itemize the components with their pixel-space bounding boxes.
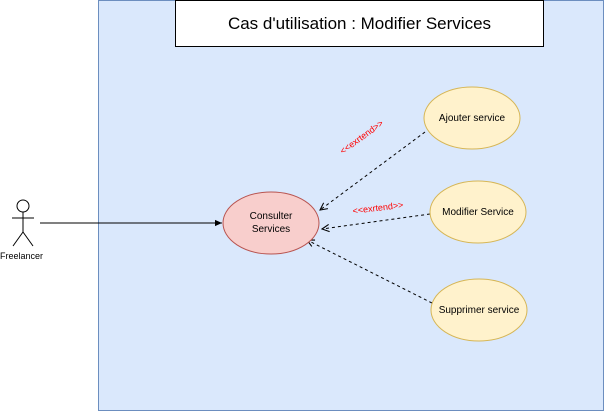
usecase-consulter-services[interactable] [222, 191, 320, 255]
extend-line-modifier [322, 213, 431, 229]
usecase-modifier-service[interactable] [429, 180, 527, 244]
usecase-ajouter-service[interactable] [423, 86, 521, 150]
extend-line-supprimer [307, 240, 433, 304]
usecase-modifier-label: Modifier Service [442, 206, 514, 218]
usecase-consulter-label: Consulter Services [223, 192, 319, 254]
extend-line-ajouter [320, 131, 426, 210]
consulter-label-text: Consulter Services [249, 211, 293, 235]
actor-icon [12, 199, 34, 247]
usecase-ajouter-label: Ajouter service [438, 112, 506, 124]
actor-label: Freelancer [0, 251, 44, 261]
diagram-title: Cas d'utilisation : Modifier Services [175, 0, 544, 47]
usecase-supprimer-label: Supprimer service [438, 304, 520, 316]
usecase-supprimer-service[interactable] [430, 278, 528, 342]
